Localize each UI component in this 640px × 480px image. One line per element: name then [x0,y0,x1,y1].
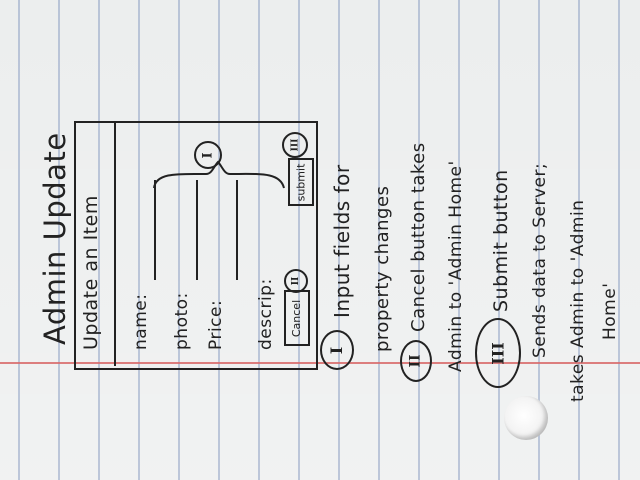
page-rule [218,0,220,480]
note-3-line-3: takes Admin to 'Admin [568,199,588,402]
field-label-price: Price: [206,299,226,350]
page-rule [18,0,20,480]
page-rule [298,0,300,480]
page-rule [538,0,540,480]
note-marker-1: I [320,330,354,370]
page-rule [138,0,140,480]
cancel-marker: II [284,269,308,293]
submit-marker: III [282,132,308,158]
cancel-button[interactable]: Cancel [284,290,310,346]
note-3-line-2: Sends data to Server; [530,162,550,358]
page-rule [418,0,420,480]
note-3-line-4: Home' [600,282,620,340]
name-input[interactable] [154,180,198,280]
margin-line [0,362,640,364]
note-2-line-1: Cancel button takes [408,142,429,332]
wireframe-header [74,121,116,366]
price-input[interactable] [236,180,274,280]
page-rule [58,0,60,480]
page-rule [498,0,500,480]
page-rule [578,0,580,480]
page-rule [338,0,340,480]
note-3-line-1: Submit button [490,169,512,312]
input-group-marker: I [194,141,222,169]
page-rule [378,0,380,480]
binder-hole [504,396,548,440]
page-rule [618,0,620,480]
form-heading: Update an Item [80,195,102,350]
page-rule [258,0,260,480]
note-2-line-2: Admin to 'Admin Home' [446,160,466,372]
note-1-line-1: Input fields for [330,164,354,318]
page-rule [178,0,180,480]
field-label-name: name: [131,293,151,350]
page-rule [458,0,460,480]
page-title: Admin Update [38,132,72,345]
note-marker-2: II [400,340,432,382]
field-label-photo: photo: [172,292,192,350]
photo-input[interactable] [196,180,238,280]
field-label-description: descrip: [256,278,276,350]
submit-button[interactable]: submit [288,158,314,206]
wireframe-frame [74,121,318,370]
input-bracket [153,160,285,189]
page-rule [98,0,100,480]
note-1-line-2: property changes [372,185,393,352]
note-marker-3: III [475,318,521,388]
